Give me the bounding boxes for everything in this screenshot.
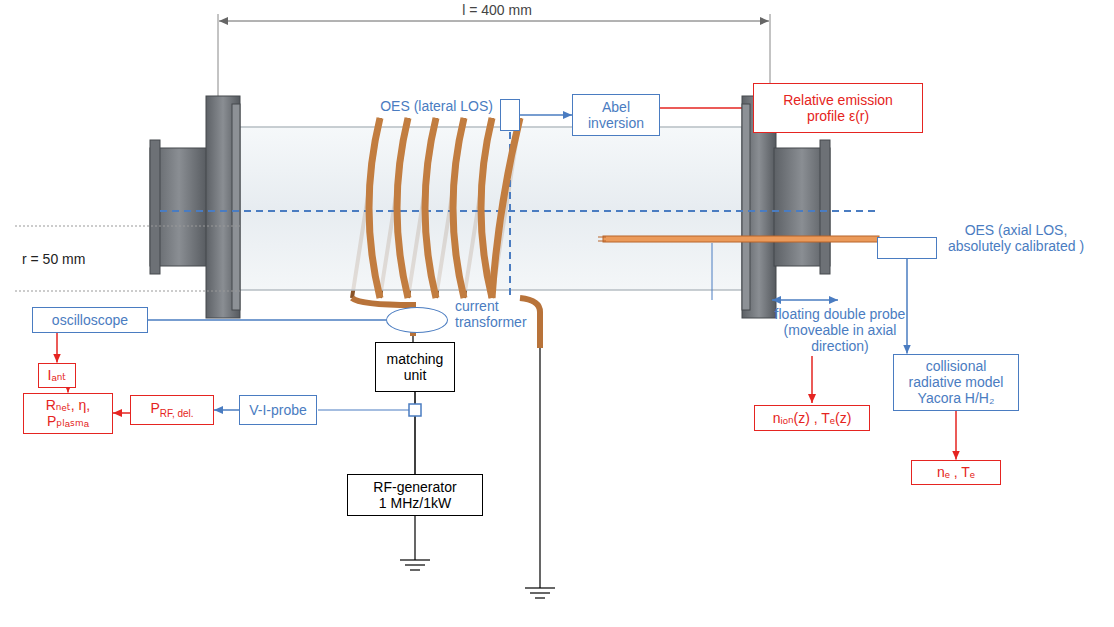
dimension-label: r = 50 mm <box>22 251 85 267</box>
result-box: PRF, del. <box>130 395 214 425</box>
coil-winding <box>425 118 436 298</box>
current-transformer: current transformer <box>386 307 448 333</box>
node-text: nᵢₒₙ(z) , Tₑ(z) <box>773 410 852 426</box>
coil-winding <box>481 118 492 298</box>
connector <box>955 411 957 460</box>
connector <box>660 107 753 109</box>
coil-winding <box>369 118 380 298</box>
rf-generator: RF-generator 1 MHz/1kW <box>347 474 483 516</box>
node-text: OES (lateral LOS) <box>380 98 493 114</box>
coil-winding <box>453 118 464 298</box>
node-text: RF, del. <box>160 408 194 419</box>
connector <box>906 259 908 354</box>
oes-detector: OES (lateral LOS) <box>500 99 520 131</box>
coil-winding <box>492 118 520 298</box>
connector <box>148 319 386 321</box>
model-box: collisional radiative model Yacora H/H₂ <box>893 354 1019 411</box>
connector <box>214 409 239 411</box>
process-box: Abel inversion <box>572 94 660 136</box>
result-box: Relative emission profile ε(r) <box>753 83 923 133</box>
instrument-box: oscilloscope <box>32 307 148 333</box>
coil-winding <box>397 118 408 298</box>
node-text: current transformer <box>455 298 539 330</box>
node-text: OES (axial LOS, absolutely calibrated ) <box>940 222 1092 254</box>
oes-detector: OES (axial LOS, absolutely calibrated ) <box>877 237 937 259</box>
node-text: Relative emission profile ε(r) <box>768 92 908 124</box>
node-text: Iₐₙₜ <box>48 367 67 383</box>
connector <box>113 412 130 414</box>
text-line: PRF, del. <box>150 400 193 419</box>
node-text: RF-generator 1 MHz/1kW <box>371 479 459 511</box>
node-text: Rₙₑₜ, η, Pₚₗₐₛₘₐ <box>32 397 104 429</box>
result-box: Iₐₙₜ <box>38 363 76 388</box>
node-text: nₑ , Tₑ <box>937 464 975 480</box>
result-box: nₑ , Tₑ <box>911 460 1001 485</box>
node-text: collisional radiative model Yacora H/H₂ <box>901 358 1011 406</box>
dimension-label: l = 400 mm <box>459 2 535 18</box>
node-text: V-I-probe <box>249 402 307 418</box>
node-text: matching unit <box>384 351 446 383</box>
node-text: Abel inversion <box>584 99 648 131</box>
instrument-box: V-I-probe <box>239 395 317 425</box>
result-box: Rₙₑₜ, η, Pₚₗₐₛₘₐ <box>23 393 113 434</box>
matching-unit: matching unit <box>375 342 455 392</box>
probe-label: floating double probe (moveable in axial… <box>770 306 910 354</box>
connector <box>56 333 58 363</box>
result-box: nᵢₒₙ(z) , Tₑ(z) <box>754 405 870 431</box>
node-text: P <box>150 400 159 416</box>
node-text: oscilloscope <box>52 312 128 328</box>
connector <box>520 114 572 116</box>
